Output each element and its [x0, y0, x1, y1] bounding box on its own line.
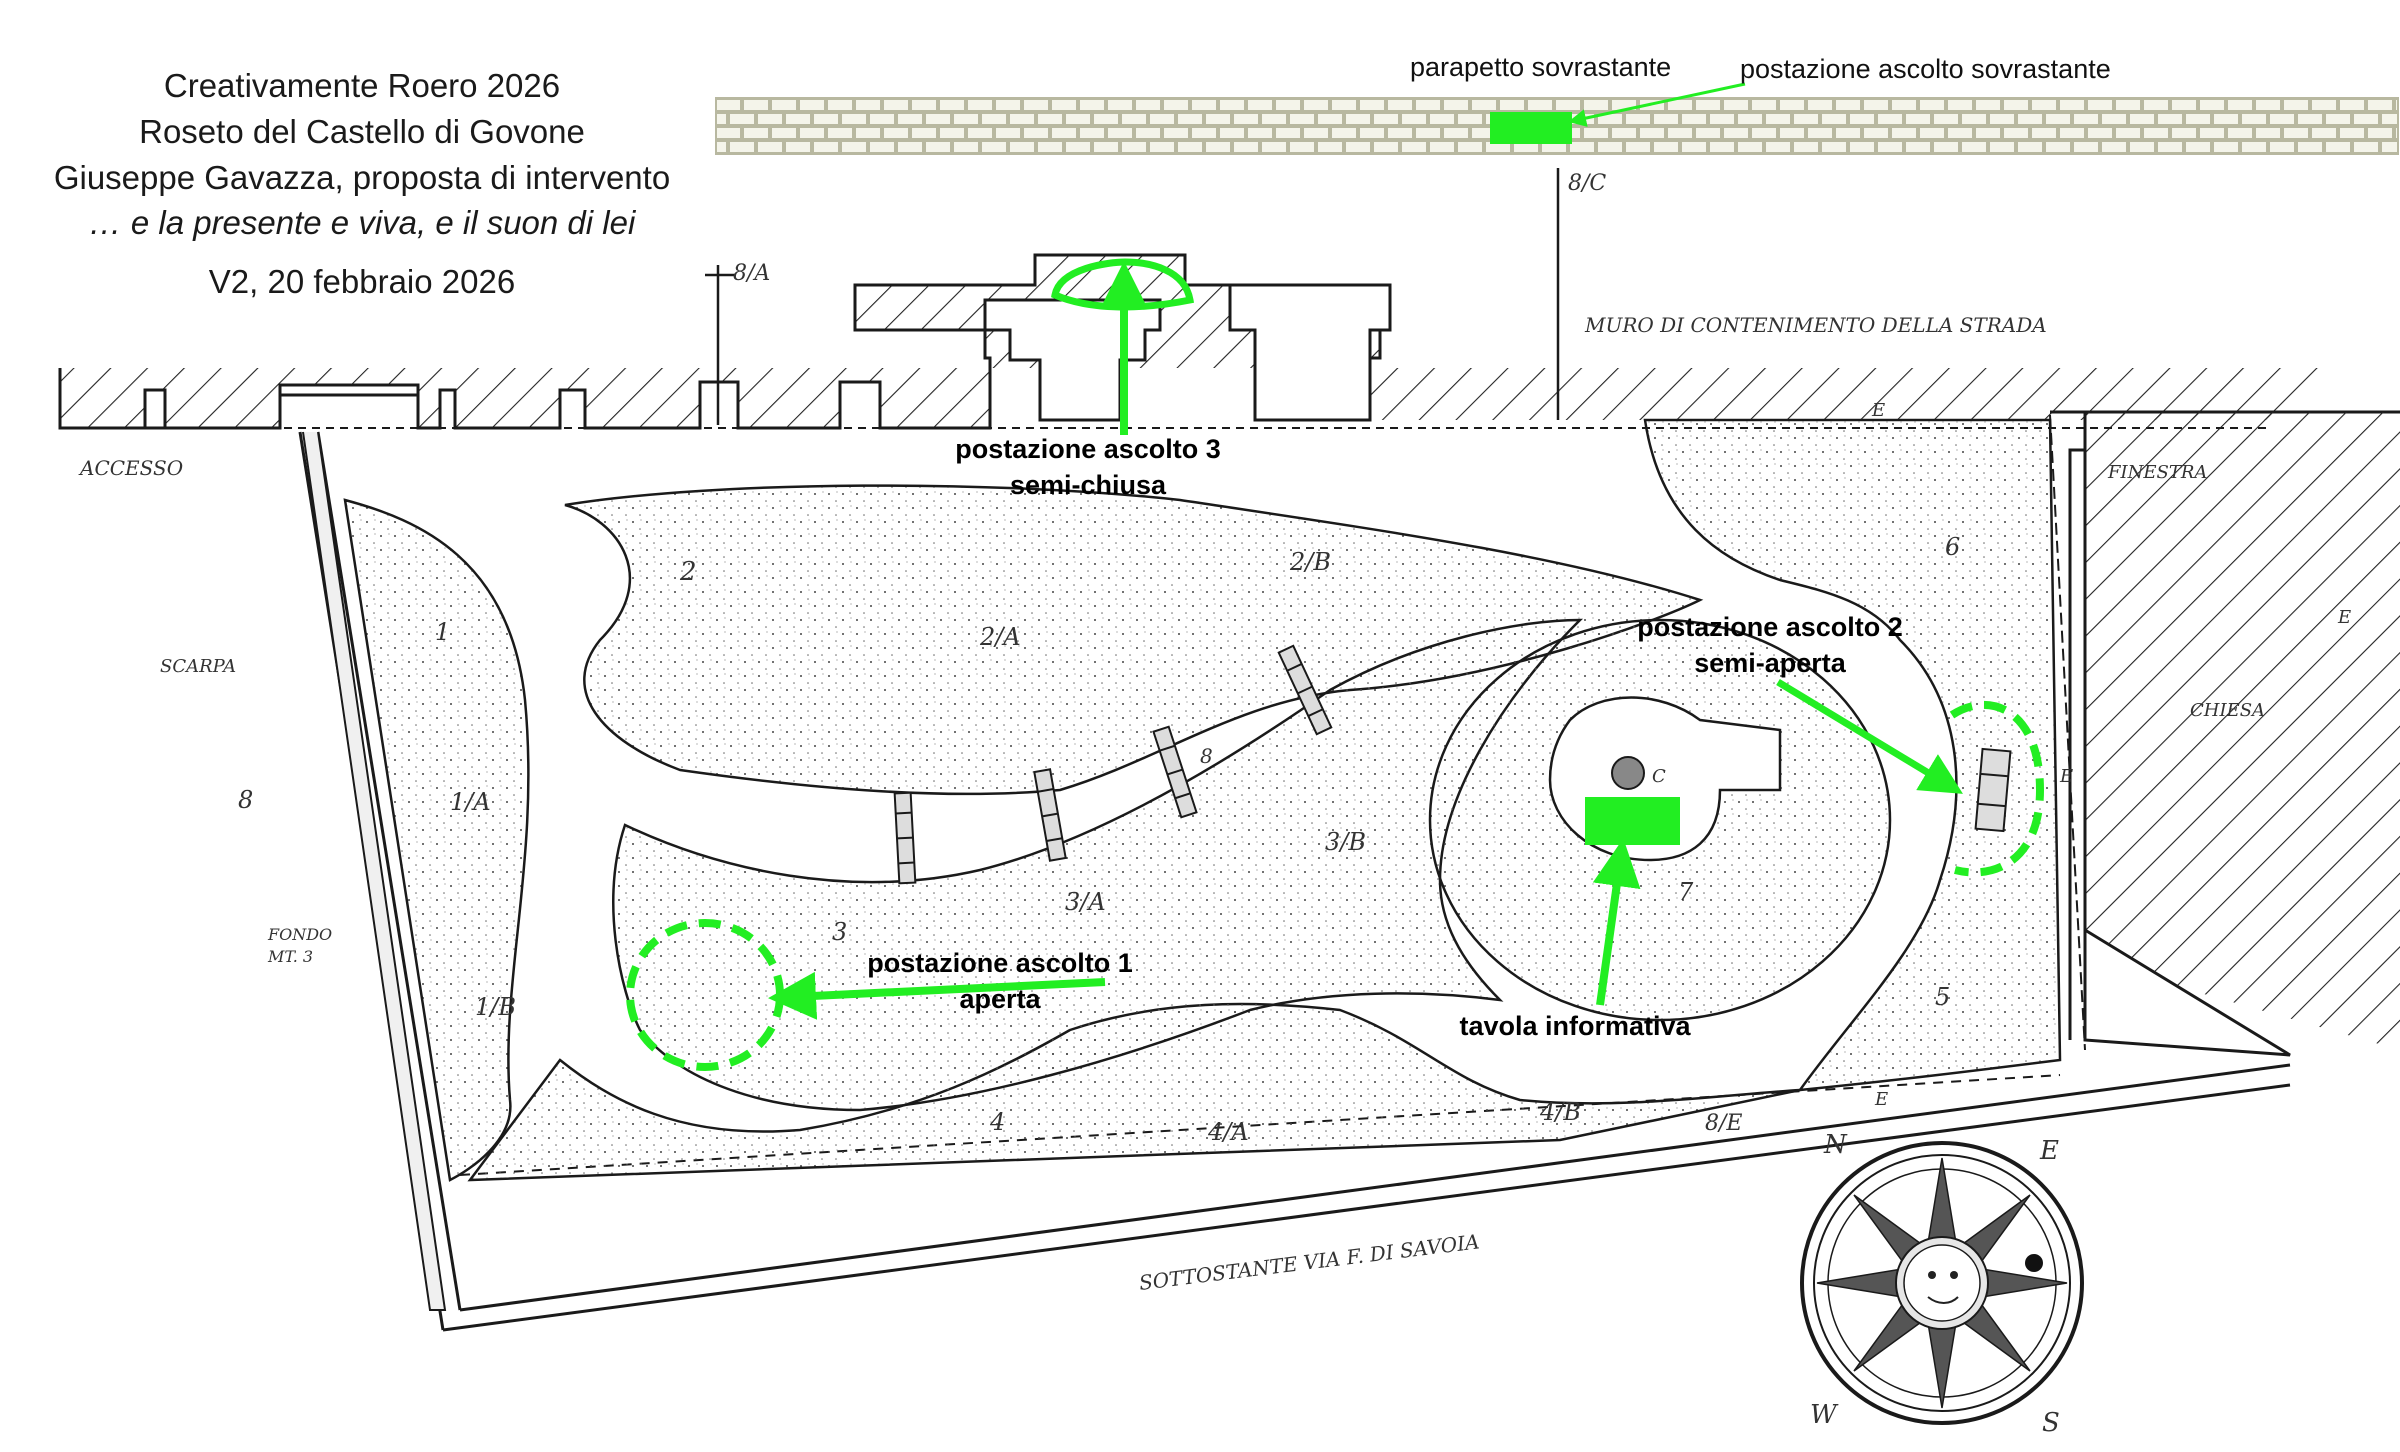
station-1-arrow — [768, 971, 1106, 1020]
fondo-label: FONDO — [267, 925, 332, 944]
station-2-label-2: semi-aperta — [1694, 648, 1847, 678]
section-8c: 8/C — [1568, 171, 1606, 196]
station-2-arrow — [1776, 679, 1963, 794]
info-board-label: tavola informativa — [1459, 1011, 1691, 1041]
scarpa-label: SCARPA — [160, 656, 236, 677]
title-line-2: Roseto del Castello di Govone — [139, 113, 585, 150]
area-2b: 2/B — [1289, 548, 1331, 576]
mt-label: MT. 3 — [267, 947, 313, 966]
stepping-stones — [893, 644, 2012, 885]
section-8a: 8/A — [733, 261, 770, 286]
access-label: ACCESSO — [78, 456, 183, 480]
area-2a: 2/A — [979, 623, 1021, 651]
title-line-3: Giuseppe Gavazza, proposta di intervento — [54, 159, 670, 196]
title-line-1: Creativamente Roero 2026 — [164, 67, 560, 104]
planting-beds — [343, 418, 2062, 1182]
compass-n: N — [1823, 1130, 1848, 1160]
station-labels: postazione ascolto 3 semi-chiusa postazi… — [867, 434, 1903, 1041]
upper-station-label: postazione ascolto sovrastante — [1740, 54, 2111, 84]
area-c: C — [1652, 766, 1666, 787]
area-e: E — [1871, 400, 1885, 421]
area-e3: E — [2337, 607, 2351, 628]
listening-stations — [626, 258, 2045, 1071]
station-1-label-2: aperta — [959, 984, 1041, 1014]
central-pillar — [1611, 756, 1645, 790]
station-2-label-1: postazione ascolto 2 — [1637, 612, 1903, 642]
station-1-label-1: postazione ascolto 1 — [867, 948, 1133, 978]
title-block: Creativamente Roero 2026 Roseto del Cast… — [54, 67, 670, 300]
area-7: 7 — [1678, 878, 1694, 906]
area-5: 5 — [1935, 983, 1950, 1011]
station-3-label-1: postazione ascolto 3 — [955, 434, 1221, 464]
area-8: 8 — [238, 786, 253, 814]
area-6: 6 — [1945, 533, 1960, 561]
info-board-marker — [1585, 797, 1680, 845]
parapet-strip: parapetto sovrastante postazione ascolto… — [715, 52, 2399, 155]
compass-w: W — [1810, 1400, 1839, 1430]
chiesa-label: CHIESA — [2190, 700, 2265, 721]
area-4a: 4/A — [1207, 1118, 1249, 1146]
station-3-label-2: semi-chiusa — [1010, 470, 1167, 500]
area-3b: 3/B — [1325, 828, 1366, 856]
finestra-label: FINESTRA — [2107, 462, 2207, 483]
wall-label: MURO DI CONTENIMENTO DELLA STRADA — [1584, 313, 2047, 337]
upper-station-pointer — [1568, 82, 1746, 127]
compass-s: S — [2042, 1408, 2060, 1438]
area-e4: E — [1874, 1089, 1888, 1110]
area-e2: E — [2059, 766, 2073, 787]
station-2-marker — [1949, 700, 2045, 877]
upper-listening-station — [1490, 112, 1572, 144]
parapet-label: parapetto sovrastante — [1410, 52, 1671, 82]
section-8e: 8/E — [1705, 1111, 1742, 1136]
retaining-wall — [58, 253, 2400, 430]
compass-e: E — [2039, 1136, 2059, 1166]
area-4: 4 — [989, 1108, 1005, 1136]
area-2: 2 — [679, 557, 697, 587]
street-label: SOTTOSTANTE VIA F. DI SAVOIA — [1138, 1229, 1481, 1295]
area-1b: 1/B — [475, 993, 516, 1021]
title-line-5: V2, 20 febbraio 2026 — [209, 263, 515, 300]
church-wall — [2068, 412, 2400, 1057]
area-8b: 8 — [1200, 744, 1213, 768]
area-3: 3 — [832, 918, 847, 946]
area-1: 1 — [435, 618, 450, 646]
area-1a: 1/A — [450, 788, 491, 816]
title-line-4: … e la presente e viva, e il suon di lei — [89, 204, 637, 241]
area-3a: 3/A — [1065, 888, 1106, 916]
handwritten-labels: MURO DI CONTENIMENTO DELLA STRADA ACCESS… — [78, 171, 2351, 1295]
info-board-arrow — [1592, 838, 1641, 1006]
compass-rose: N E S W — [1800, 1130, 2084, 1438]
area-4b: 4/B — [1539, 1098, 1581, 1126]
section-markers — [705, 168, 1560, 425]
